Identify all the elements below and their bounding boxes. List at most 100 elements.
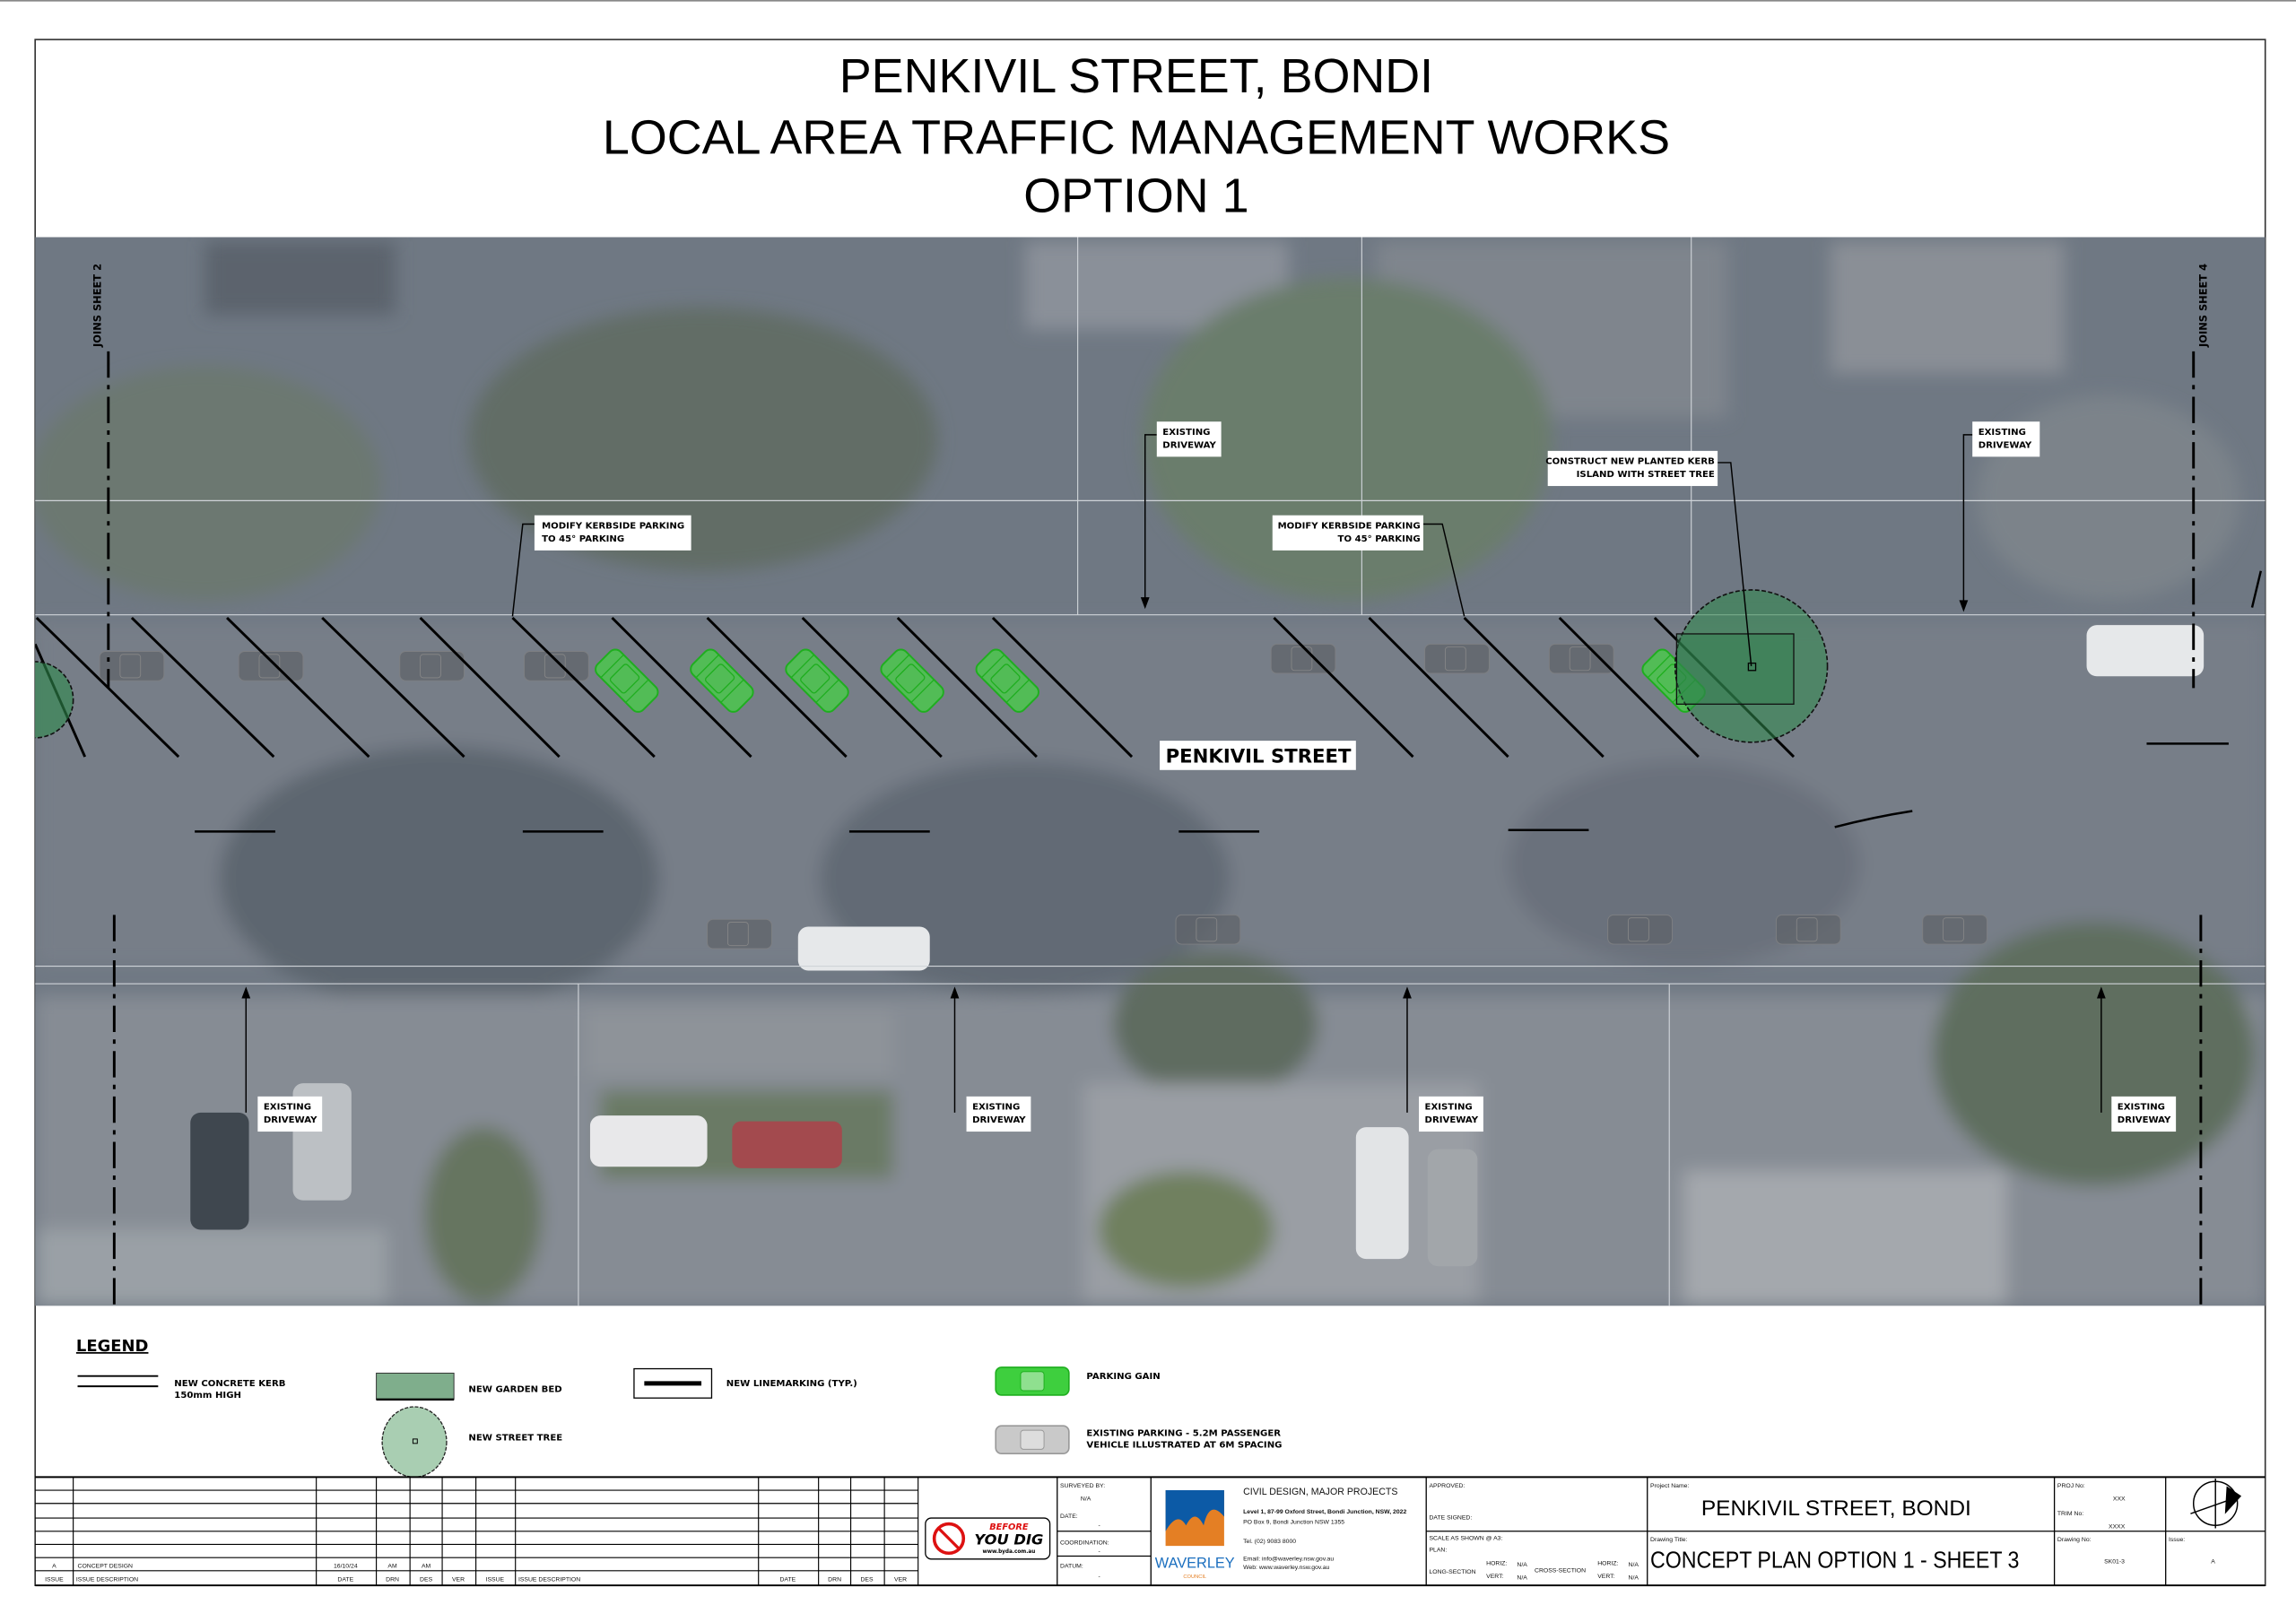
cross-section-label: CROSS-SECTION [1535, 1567, 1586, 1574]
angled-parking-linemarking [35, 616, 1796, 759]
parked-car-photo [1355, 1127, 1409, 1260]
parked-car-photo [732, 1121, 842, 1168]
label-line: DRIVEWAY [264, 1115, 317, 1125]
before-you-dig-logo: BEFORE YOU DIG www.byda.com.au [925, 1517, 1051, 1560]
street-name: PENKIVIL STREET [1166, 746, 1352, 768]
label-line: EXISTING [264, 1103, 311, 1113]
col-header: DES [420, 1576, 433, 1583]
label-line: EXISTING [1162, 428, 1210, 438]
legend-heading: LEGEND [76, 1337, 149, 1356]
date-value: - [1098, 1522, 1100, 1529]
revision-headers: ISSUE ISSUE DESCRIPTION DATE DRN DES VER… [45, 1576, 907, 1583]
drawing-title-label: Drawing Title: [1650, 1537, 1688, 1543]
project-name: PENKIVIL STREET, BONDI [1701, 1496, 1971, 1521]
label-line: DRIVEWAY [1425, 1115, 1479, 1125]
title-line-1: PENKIVIL STREET, BONDI [839, 49, 1433, 103]
label-existing-driveway: EXISTING DRIVEWAY [1419, 1096, 1483, 1132]
label-existing-driveway: EXISTING DRIVEWAY [2111, 1096, 2177, 1132]
annotation-leaders [245, 434, 2102, 1113]
legend-street-tree: NEW STREET TREE [381, 1406, 562, 1479]
col-header: ISSUE DESCRIPTION [518, 1576, 580, 1583]
label-line: DRIVEWAY [1979, 441, 2032, 451]
parked-car-photo [190, 1112, 249, 1230]
label-modify-parking-left: MODIFY KERBSIDE PARKING TO 45° PARKING [534, 515, 691, 551]
title-line-3: OPTION 1 [1023, 169, 1248, 223]
title-line-2: LOCAL AREA TRAFFIC MANAGEMENT WORKS [603, 110, 1670, 164]
waverley-council-logo: WAVERLEY COUNCIL [1155, 1490, 1235, 1580]
horiz-label: HORIZ: [1486, 1560, 1507, 1566]
vert-label: VERT: [1597, 1574, 1614, 1580]
issue-label: Issue: [2169, 1537, 2185, 1543]
col-header: ISSUE DESCRIPTION [76, 1576, 138, 1583]
rev-drn: AM [387, 1564, 397, 1570]
label-kerb-island: CONSTRUCT NEW PLANTED KERB ISLAND WITH S… [1545, 450, 1718, 487]
col-header: DATE [337, 1576, 353, 1583]
drawing-no: SK01-3 [2104, 1559, 2125, 1566]
label-line: EXISTING [2118, 1103, 2165, 1113]
col-header: VER [452, 1576, 465, 1583]
label-existing-driveway: EXISTING DRIVEWAY [257, 1096, 323, 1132]
council-email: Email: info@waverley.nsw.gov.au [1243, 1556, 1334, 1562]
council-tel: Tel. (02) 9083 8000 [1243, 1539, 1296, 1545]
legend-label: VEHICLE ILLUSTRATED AT 6M SPACING [1086, 1441, 1282, 1451]
legend-label: NEW GARDEN BED [468, 1385, 561, 1395]
label-line: ISLAND WITH STREET TREE [1577, 470, 1715, 480]
legend: LEGEND NEW CONCRETE KERB 150mm HIGH NEW … [76, 1337, 1282, 1479]
label-line: MODIFY KERBSIDE PARKING [542, 521, 684, 531]
centreline-markings [195, 570, 2263, 833]
legend-existing-parking: EXISTING PARKING - 5.2M PASSENGER VEHICL… [995, 1425, 1282, 1455]
council-logo-sub: COUNCIL [1183, 1574, 1206, 1580]
col-header: DRN [386, 1576, 399, 1583]
approved-label: APPROVED: [1429, 1483, 1465, 1489]
col-header: VER [894, 1576, 907, 1583]
legend-label: NEW LINEMARKING (TYP.) [726, 1379, 857, 1389]
label-line: EXISTING [1425, 1103, 1473, 1113]
top-edge [0, 0, 2296, 2]
drawing-title: CONCEPT PLAN OPTION 1 - SHEET 3 [1650, 1547, 2019, 1574]
legend-label: 150mm HIGH [174, 1391, 241, 1401]
issue-value: A [2211, 1559, 2215, 1566]
legend-label: NEW CONCRETE KERB [174, 1379, 285, 1389]
council-logo-name: WAVERLEY [1155, 1556, 1235, 1572]
horiz-value: N/A [1517, 1562, 1527, 1568]
sheet-title: PENKIVIL STREET, BONDI LOCAL AREA TRAFFI… [603, 49, 1670, 223]
coordination-label: COORDINATION: [1060, 1540, 1109, 1546]
rev-date: 16/10/24 [334, 1564, 358, 1570]
legend-kerb: NEW CONCRETE KERB 150mm HIGH [77, 1375, 285, 1401]
label-modify-parking-right: MODIFY KERBSIDE PARKING TO 45° PARKING [1272, 515, 1423, 551]
leader-arrowheads [241, 597, 2106, 999]
plan-label: PLAN: [1429, 1548, 1447, 1554]
surveyed-by-label: SURVEYED BY: [1060, 1483, 1105, 1489]
revision-row: A CONCEPT DESIGN 16/10/24 AM AM [52, 1564, 430, 1570]
label-existing-driveway: EXISTING DRIVEWAY [1972, 421, 2040, 457]
match-lines [107, 351, 2203, 1306]
parked-car-photo [589, 1115, 708, 1167]
label-existing-driveway: EXISTING DRIVEWAY [966, 1096, 1031, 1132]
col-header: ISSUE [486, 1576, 505, 1583]
label-line: DRIVEWAY [972, 1115, 1026, 1125]
label-line: EXISTING [972, 1103, 1020, 1113]
rev-description: CONCEPT DESIGN [78, 1564, 134, 1570]
label-line: CONSTRUCT NEW PLANTED KERB [1545, 457, 1715, 467]
rev-des: AM [422, 1564, 431, 1570]
label-line: TO 45° PARKING [1338, 534, 1421, 544]
vert-value: N/A [1629, 1575, 1639, 1582]
scale-label: SCALE AS SHOWN @ A3: [1429, 1536, 1502, 1542]
legend-label: PARKING GAIN [1086, 1372, 1160, 1382]
byd-url: www.byda.com.au [982, 1549, 1035, 1555]
date-signed-label: DATE SIGNED: [1429, 1515, 1472, 1522]
proj-no-label: PROJ No: [2057, 1483, 2085, 1489]
coordination-value: - [1098, 1548, 1100, 1555]
revision-table [35, 1477, 2266, 1587]
col-header: DATE [779, 1576, 796, 1583]
vert-value: N/A [1517, 1575, 1527, 1582]
council-address: Level 1, 87-99 Oxford Street, Bondi Junc… [1243, 1509, 1406, 1515]
vert-label: VERT: [1486, 1574, 1503, 1580]
label-line: EXISTING [1979, 428, 2026, 438]
legend-parking-gain: PARKING GAIN [995, 1366, 1161, 1396]
trim-no: XXXX [2109, 1524, 2126, 1531]
trim-no-label: TRIM No: [2057, 1511, 2083, 1517]
project-name-label: Project Name: [1650, 1483, 1689, 1489]
legend-garden-bed: NEW GARDEN BED [376, 1372, 562, 1401]
